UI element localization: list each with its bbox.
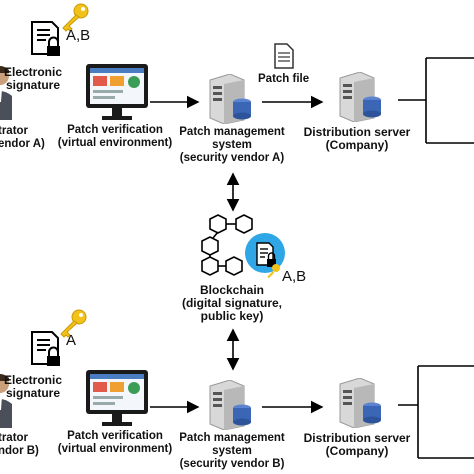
- esig-label-top: Electronic signature: [4, 65, 63, 92]
- blockchain-label: Blockchain (digital signature, public ke…: [181, 283, 282, 323]
- certificate-lock-icon: [31, 21, 60, 56]
- administrator-avatar-icon: [0, 66, 12, 120]
- server-icon: [209, 380, 251, 430]
- branch-top: [398, 57, 474, 144]
- pms-label-top: Patch management system (security vendor…: [179, 126, 285, 164]
- key-label-bottom: A: [66, 332, 77, 349]
- monitor-icon: [86, 64, 148, 120]
- key-icon: [60, 309, 87, 338]
- dist-label-bottom: Distribution server (Company): [303, 431, 411, 458]
- verification-label-top: Patch verification (virtual environment): [57, 124, 173, 149]
- server-icon: [209, 74, 251, 124]
- administrator-avatar-icon: [0, 374, 12, 428]
- admin-label-bottom: trator ndor B): [0, 432, 39, 457]
- blockchain-icon: [201, 214, 285, 278]
- admin-label-top: trator endor A): [0, 125, 45, 150]
- server-icon: [339, 72, 381, 122]
- branch-bottom: [398, 365, 474, 459]
- server-icon: [339, 378, 381, 428]
- certificate-lock-icon: [31, 331, 60, 366]
- patch-file-label: Patch file: [258, 73, 310, 85]
- file-icon: [274, 43, 294, 69]
- key-icon: [62, 3, 89, 32]
- key-label-middle: A,B: [282, 268, 307, 285]
- key-label-top: A,B: [66, 27, 91, 44]
- verification-label-bottom: Patch verification (virtual environment): [57, 430, 173, 455]
- dist-label-top: Distribution server (Company): [303, 125, 411, 152]
- esig-label-bottom: Electronic signature: [4, 373, 63, 400]
- monitor-icon: [86, 370, 148, 426]
- pms-label-bottom: Patch management system (security vendor…: [179, 432, 285, 470]
